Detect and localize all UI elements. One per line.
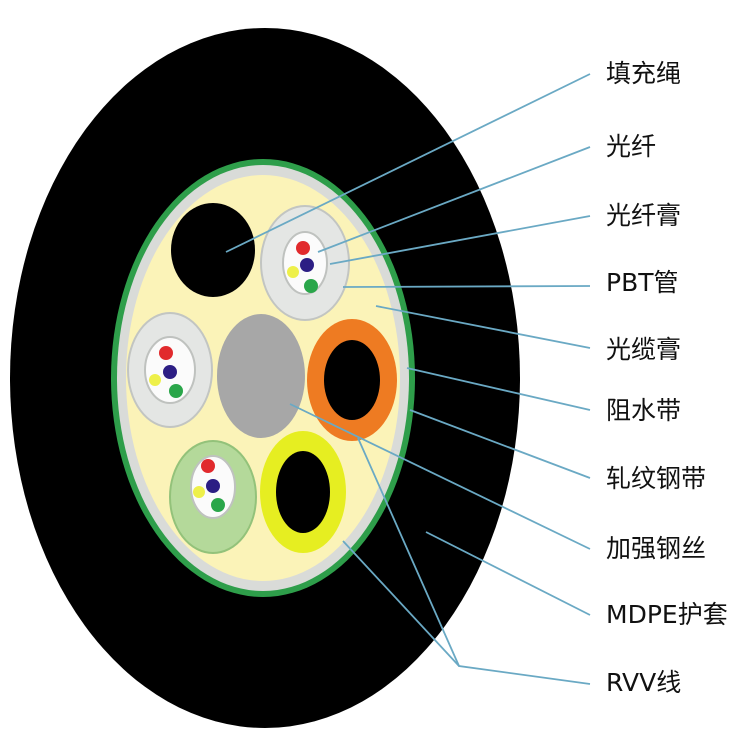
pbt-tube-bottom [169,440,257,554]
label-strength-steel-wire: 加强钢丝 [606,534,707,563]
leader-line-rvv-2 [342,540,460,667]
pbt-tube-top [260,205,350,321]
label-fiber-gel: 光纤膏 [606,201,682,230]
leader-line-steel-tape [409,409,591,479]
fiber-red [296,241,310,255]
central-strength-member [217,314,305,438]
label-pbt-tube: PBT管 [606,268,679,297]
leader-line-pbt-tube [342,285,591,288]
fiber-green [169,384,183,398]
fiber-green [304,279,318,293]
fiber-yellow [193,486,205,498]
fiber-blue [163,365,177,379]
leader-line-water-block [406,367,591,411]
leader-lines [225,73,591,685]
fiber-blue [206,479,220,493]
leader-line-sheath [425,531,591,616]
leader-line-cable-gel [375,305,591,349]
fiber-red [201,459,215,473]
leader-line-fiber-gel [329,215,591,265]
leader-line-filler-rope [225,73,591,253]
rvv-wire-orange [307,319,397,441]
fiber-yellow [287,266,299,278]
fiber-yellow [149,374,161,386]
label-cable-gel: 光缆膏 [606,335,682,364]
fiber-red [159,346,173,360]
label-water-block-tape: 阻水带 [606,396,682,425]
leader-line-steel-wire [289,403,591,550]
filler-rope [171,203,255,297]
fiber-blue [300,258,314,272]
rvv-wire-yellow [260,431,346,553]
label-rvv-wire: RVV线 [606,668,682,697]
pbt-tube-left [127,312,213,428]
fiber-green [211,498,225,512]
label-filler-rope: 填充绳 [606,59,682,88]
label-corrugated-steel-tape: 轧纹钢带 [606,464,707,493]
leader-line-fiber [317,146,591,253]
label-fiber: 光纤 [606,132,657,161]
label-mdpe-sheath: MDPE护套 [606,600,728,629]
